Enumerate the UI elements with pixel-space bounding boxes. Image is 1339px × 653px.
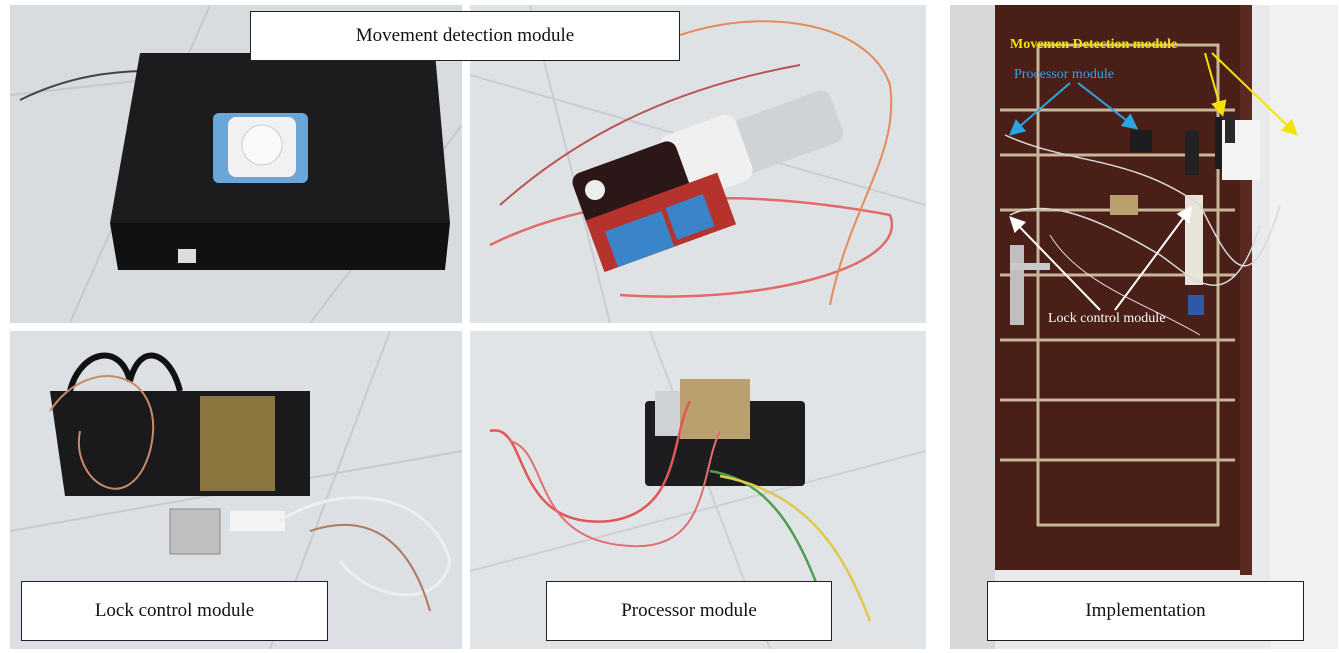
annotation-movement-detection: Movemen Detection module: [1010, 37, 1178, 52]
caption-implementation: Implementation: [987, 581, 1304, 641]
photo-door-implementation: Movemen Detection module Processor modul…: [950, 5, 1338, 649]
annotation-lock-control: Lock control module: [1048, 311, 1166, 326]
caption-processor: Processor module: [546, 581, 832, 641]
caption-lock-control: Lock control module: [21, 581, 328, 641]
annotation-processor: Processor module: [1014, 67, 1114, 82]
photo-relay-module: [470, 5, 926, 323]
caption-movement-detection: Movement detection module: [250, 11, 680, 61]
